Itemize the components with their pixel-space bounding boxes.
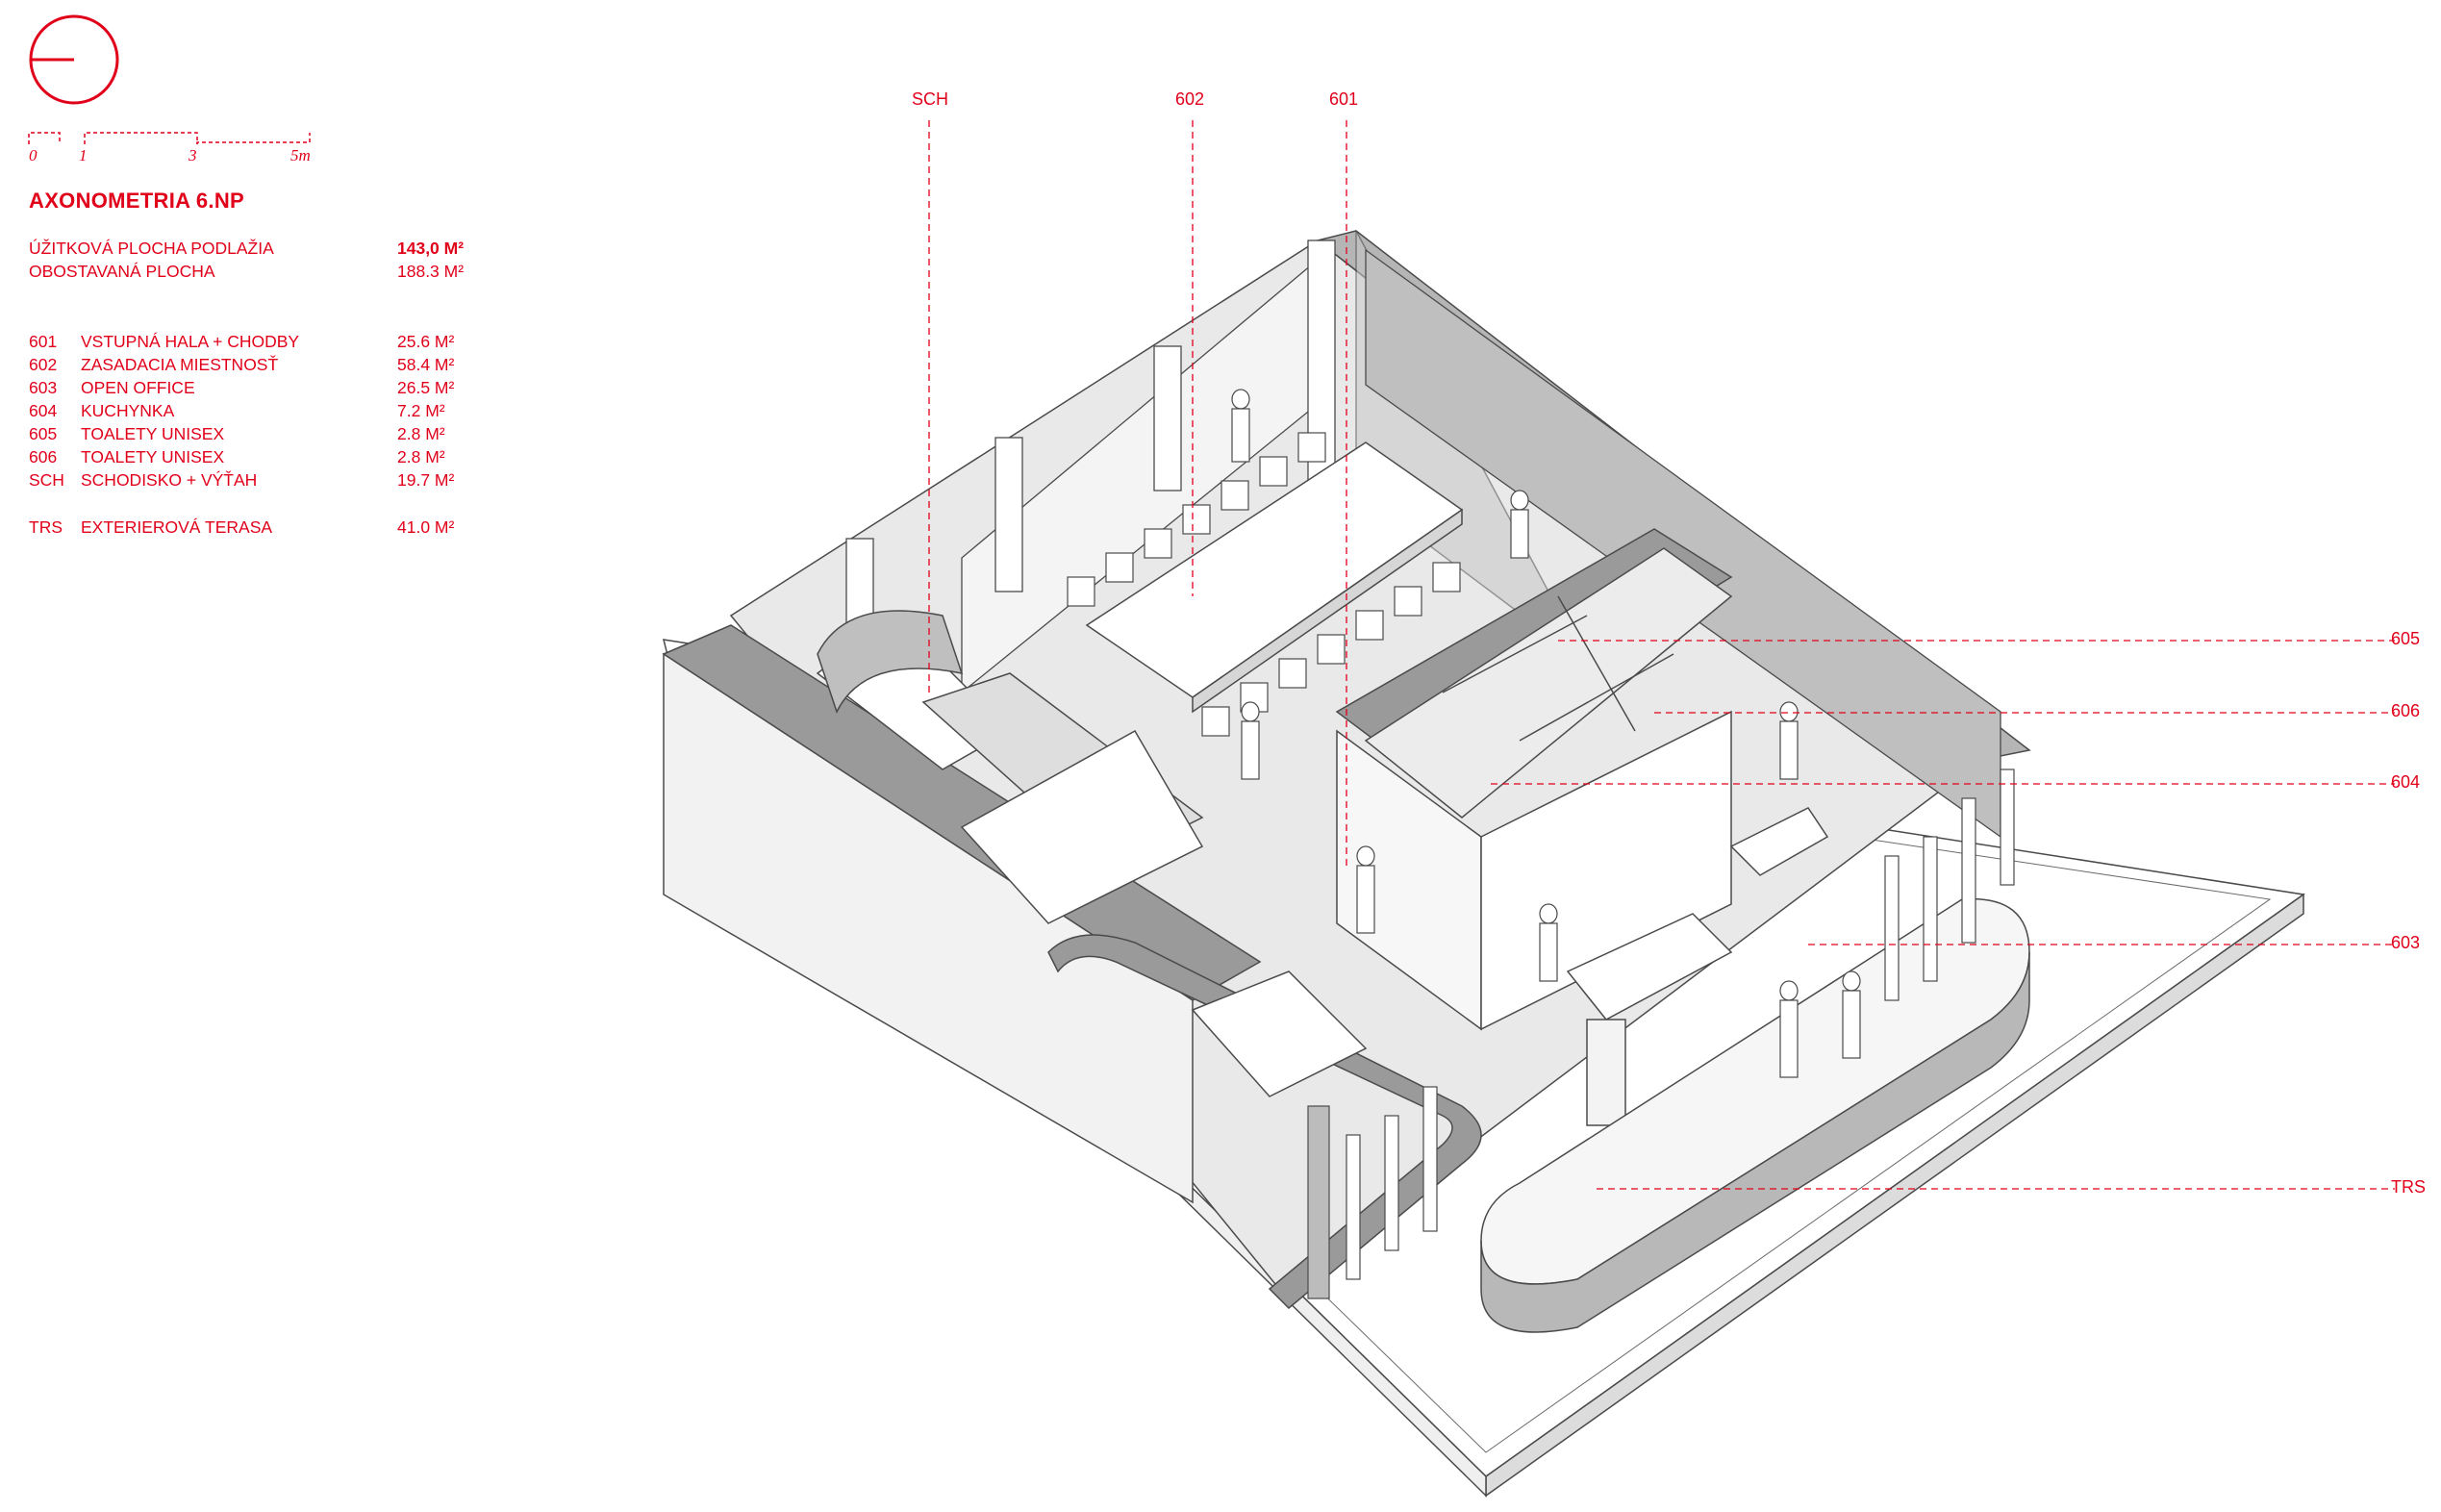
room-name: TOALETY UNISEX bbox=[81, 424, 225, 443]
front-fins bbox=[1307, 769, 2015, 1299]
room-name: OPEN OFFICE bbox=[81, 378, 195, 397]
drawing-title: AXONOMETRIA 6.NP bbox=[29, 189, 245, 213]
room-code: SCH bbox=[29, 470, 64, 490]
room-name: SCHODISKO + VÝŤAH bbox=[81, 470, 258, 490]
room-area: 2.8 M² bbox=[397, 424, 445, 443]
room-code: 606 bbox=[29, 447, 58, 466]
room-code: 604 bbox=[29, 401, 58, 420]
room-name: EXTERIEROVÁ TERASA bbox=[81, 517, 273, 537]
room-name: KUCHYNKA bbox=[81, 401, 175, 420]
office-desks bbox=[1566, 807, 1829, 1126]
callout-tag-605: 605 bbox=[2391, 629, 2421, 648]
room-area: 26.5 M² bbox=[397, 378, 455, 397]
room-code: 602 bbox=[29, 355, 58, 374]
scale-bar bbox=[28, 132, 311, 144]
scale-tick-5m: 5m bbox=[290, 146, 311, 164]
scale-tick-1: 1 bbox=[79, 146, 88, 164]
room-area: 19.7 M² bbox=[397, 470, 455, 490]
room-area: 41.0 M² bbox=[397, 517, 455, 537]
room-name: ZASADACIA MIESTNOSŤ bbox=[81, 355, 279, 374]
callout-tag-603: 603 bbox=[2391, 933, 2421, 952]
room-row-604: 604 KUCHYNKA 7.2 M² bbox=[29, 401, 481, 422]
room-code: 601 bbox=[29, 332, 58, 351]
room-row-602: 602 ZASADACIA MIESTNOSŤ 58.4 M² bbox=[29, 355, 481, 376]
people bbox=[1231, 389, 1861, 1078]
area-value: 143,0 M² bbox=[397, 239, 465, 258]
room-area: 7.2 M² bbox=[397, 401, 445, 420]
room-code: 605 bbox=[29, 424, 58, 443]
room-row-601: 601 VSTUPNÁ HALA + CHODBY 25.6 M² bbox=[29, 332, 481, 353]
room-area: 25.6 M² bbox=[397, 332, 455, 351]
conference-table bbox=[1085, 441, 1464, 714]
callout-tag-sch: SCH bbox=[912, 89, 949, 109]
callout-tag-604: 604 bbox=[2391, 772, 2421, 792]
area-label: ÚŽITKOVÁ PLOCHA PODLAŽIA bbox=[29, 239, 274, 258]
stair-core bbox=[662, 610, 1262, 1204]
area-label: OBOSTAVANÁ PLOCHA bbox=[29, 262, 215, 281]
room-area: 58.4 M² bbox=[397, 355, 455, 374]
scale-tick-0: 0 bbox=[29, 146, 38, 164]
callout-tag-602: 602 bbox=[1175, 89, 1205, 109]
corridor-wall bbox=[1047, 934, 1482, 1310]
room-row-trs: TRS EXTERIEROVÁ TERASA 41.0 M² bbox=[29, 517, 481, 539]
service-block bbox=[1335, 528, 1733, 1031]
callout-lines bbox=[928, 120, 2395, 1190]
callout-tag-601: 601 bbox=[1329, 89, 1359, 109]
callout-tag-trs: TRS bbox=[2391, 1177, 2426, 1197]
room-area: 2.8 M² bbox=[397, 447, 445, 466]
room-name: TOALETY UNISEX bbox=[81, 447, 225, 466]
room-code: 603 bbox=[29, 378, 58, 397]
room-row-606: 606 TOALETY UNISEX 2.8 M² bbox=[29, 447, 481, 468]
room-row-603: 603 OPEN OFFICE 26.5 M² bbox=[29, 378, 481, 399]
scale-tick-3: 3 bbox=[189, 146, 197, 164]
room-name: VSTUPNÁ HALA + CHODBY bbox=[81, 332, 300, 351]
room-code: TRS bbox=[29, 517, 63, 537]
room-row-sch: SCH SCHODISKO + VÝŤAH 19.7 M² bbox=[29, 470, 481, 491]
area-value: 188.3 M² bbox=[397, 262, 465, 281]
callout-tag-606: 606 bbox=[2391, 701, 2421, 720]
north-arrow-icon bbox=[29, 14, 119, 105]
room-row-605: 605 TOALETY UNISEX 2.8 M² bbox=[29, 424, 481, 445]
